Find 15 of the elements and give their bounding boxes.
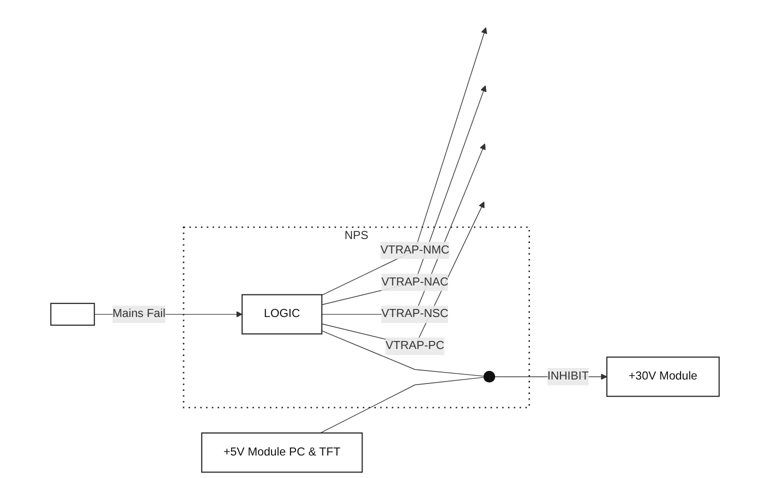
node-box [50, 302, 94, 326]
edge-label: Mains Fail [112, 308, 165, 320]
arrow [320, 27, 487, 296]
edge-label: VTRAP-NAC [380, 276, 448, 288]
edge-label: VTRAP-NMC [380, 244, 449, 256]
node-box: +30V Module [606, 356, 720, 397]
node-box: +5V Module PC & TFT [200, 432, 362, 473]
arrow [320, 85, 486, 306]
edge-label: INHIBIT [546, 370, 588, 383]
connector [320, 330, 484, 377]
node-box: LOGIC [241, 294, 322, 334]
edge-label: VTRAP-NSC [380, 308, 448, 320]
node-circle [483, 370, 495, 383]
connector [320, 376, 484, 434]
edge-label: VTRAP-PC [385, 340, 444, 352]
